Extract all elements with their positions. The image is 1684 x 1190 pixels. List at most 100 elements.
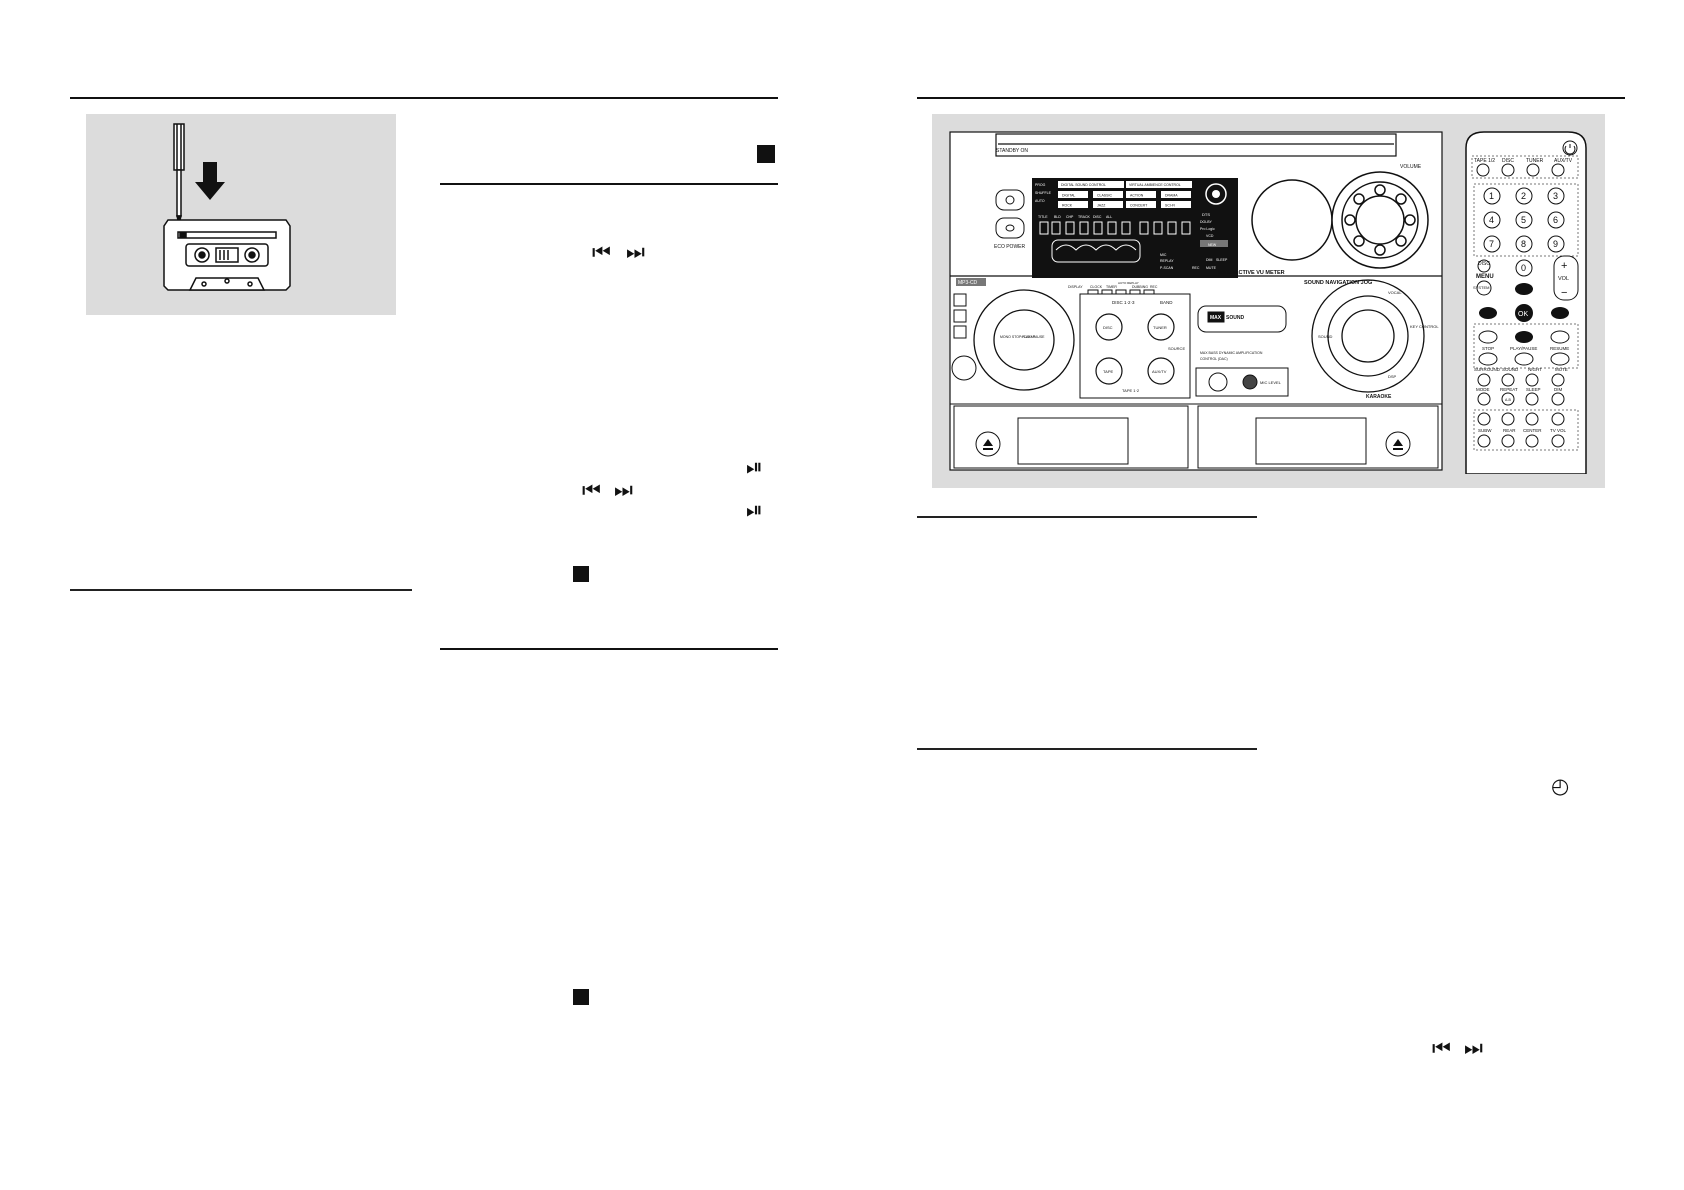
- svg-text:DTS: DTS: [1202, 212, 1210, 217]
- vu-meter-left: [1251, 179, 1333, 261]
- left-page-top-rule: [70, 97, 778, 99]
- svg-text:CENTER: CENTER: [1523, 428, 1542, 433]
- svg-text:TITLE: TITLE: [1038, 215, 1048, 219]
- stop-icon: [573, 566, 589, 582]
- screwdriver-icon: [173, 123, 185, 225]
- svg-text:8: 8: [1521, 239, 1526, 249]
- svg-text:DISC: DISC: [1093, 215, 1102, 219]
- eject-icon: [1393, 439, 1403, 450]
- svg-text:REPEAT: REPEAT: [1500, 387, 1518, 392]
- standby-on-label: STANDBY ON: [996, 148, 1028, 154]
- svg-text:DIGITAL SOUND CONTROL: DIGITAL SOUND CONTROL: [1061, 183, 1106, 187]
- play-pause-icon: ⏯: [746, 498, 763, 522]
- svg-text:VOL: VOL: [1558, 276, 1569, 282]
- cassette-icon: [163, 219, 291, 291]
- svg-text:AUX/TV: AUX/TV: [1152, 369, 1167, 374]
- mp3-cd-label: MP3-CD: [958, 280, 978, 286]
- svg-text:REAR: REAR: [1503, 428, 1516, 433]
- svg-text:P-SCAN: P-SCAN: [1160, 266, 1174, 270]
- right-col-section-rule-1: [917, 516, 1257, 518]
- svg-text:KEY CONTROL: KEY CONTROL: [1410, 324, 1439, 329]
- svg-text:MIC LEVEL: MIC LEVEL: [1260, 380, 1282, 385]
- svg-text:CONCERT: CONCERT: [1130, 204, 1148, 208]
- svg-text:REPLAY: REPLAY: [1160, 259, 1174, 263]
- next-track-icon: ⏭: [614, 478, 633, 502]
- svg-text:MAX BASS DYNAMIC AMPLIFICATION: MAX BASS DYNAMIC AMPLIFICATION: [1200, 351, 1263, 355]
- svg-text:TAPE: TAPE: [1103, 369, 1113, 374]
- svg-text:−: −: [1561, 287, 1567, 299]
- svg-text:DUBBING: DUBBING: [1132, 285, 1148, 289]
- play-pause-icon: ⏯: [746, 455, 763, 479]
- cassette-screwdriver-illustration: [163, 123, 291, 291]
- svg-text:VCD: VCD: [1206, 234, 1214, 238]
- svg-text:MIC: MIC: [1160, 253, 1167, 257]
- svg-text:4: 4: [1489, 215, 1494, 225]
- previous-track-icon: ⏮: [592, 240, 611, 264]
- source-buttons: [1095, 313, 1175, 385]
- next-track-icon: ⏭: [1464, 1036, 1483, 1060]
- middle-col-rule-2: [440, 648, 778, 650]
- svg-text:Pro Logic: Pro Logic: [1200, 227, 1215, 231]
- vu-meter-label: INTERACTIVE VU METER: [1218, 270, 1285, 276]
- svg-text:MAX: MAX: [1210, 315, 1222, 321]
- svg-text:SOUND: SOUND: [1502, 367, 1519, 372]
- svg-text:CHP: CHP: [1066, 215, 1074, 219]
- svg-text:DISPLAY: DISPLAY: [1068, 285, 1083, 289]
- cassette-illustration-panel: [86, 114, 396, 315]
- remote-control-illustration: TAPE 1/2 DISC TUNER AUX/TV 1 2 3 4 5 6 7…: [1465, 131, 1587, 474]
- svg-text:SURROUND: SURROUND: [1474, 367, 1501, 372]
- svg-text:6: 6: [1553, 215, 1558, 225]
- svg-text:TV VOL: TV VOL: [1550, 428, 1567, 433]
- svg-text:CONTROL (DAC): CONTROL (DAC): [1200, 357, 1228, 361]
- next-track-icon: ⏭: [626, 240, 645, 264]
- svg-text:DOLBY: DOLBY: [1200, 220, 1213, 224]
- left-col-section-rule: [70, 589, 412, 591]
- power-icon: [1564, 144, 1576, 155]
- svg-text:MONO STOP• CLEAR: MONO STOP• CLEAR: [1000, 335, 1036, 339]
- svg-text:SOUND: SOUND: [1226, 315, 1244, 321]
- svg-text:2: 2: [1521, 191, 1526, 201]
- previous-track-icon: ⏮: [582, 478, 601, 502]
- svg-text:VIRTUAL AMBIENCE CONTROL: VIRTUAL AMBIENCE CONTROL: [1129, 183, 1181, 187]
- svg-text:BLD: BLD: [1054, 215, 1061, 219]
- middle-col-rule-1: [440, 183, 778, 185]
- transport-jog-dial: [973, 289, 1075, 391]
- svg-text:ROCK: ROCK: [1062, 204, 1073, 208]
- stop-icon: [757, 145, 775, 163]
- svg-text:TRACK: TRACK: [1078, 215, 1091, 219]
- svg-text:STOP: STOP: [1482, 346, 1494, 351]
- svg-text:VOCAL: VOCAL: [1388, 290, 1402, 295]
- svg-text:DISC 1·2·3: DISC 1·2·3: [1112, 300, 1135, 305]
- volume-label: VOLUME: [1400, 164, 1422, 170]
- svg-text:AUX/TV: AUX/TV: [1554, 158, 1573, 164]
- svg-text:JAZZ: JAZZ: [1097, 204, 1106, 208]
- svg-text:NEW: NEW: [1208, 243, 1217, 247]
- svg-text:ALL: ALL: [1106, 215, 1112, 219]
- volume-knob: [1331, 171, 1429, 269]
- eject-icon: [983, 439, 993, 450]
- standby-button: [995, 189, 1025, 211]
- svg-text:TAPE 1·2: TAPE 1·2: [1122, 388, 1140, 393]
- stop-icon: [573, 989, 589, 1005]
- eco-power-label: ECO POWER: [994, 244, 1026, 250]
- eco-power-button: [995, 217, 1025, 239]
- svg-text:PLAY/PAUSE: PLAY/PAUSE: [1510, 346, 1537, 351]
- svg-text:PLAY• PAUSE: PLAY• PAUSE: [1022, 335, 1045, 339]
- svg-text:RESUME: RESUME: [1550, 346, 1569, 351]
- svg-text:PROG: PROG: [1035, 183, 1046, 187]
- svg-text:MUTE: MUTE: [1206, 266, 1217, 270]
- svg-text:AUTO: AUTO: [1035, 199, 1045, 203]
- svg-text:9: 9: [1553, 239, 1558, 249]
- svg-text:SOURCE: SOURCE: [1168, 346, 1185, 351]
- unit-display: DIGITAL SOUND CONTROL VIRTUAL AMBIENCE C…: [1032, 178, 1238, 278]
- svg-text:DSP: DSP: [1388, 374, 1397, 379]
- svg-text:DIGITAL: DIGITAL: [1062, 194, 1075, 198]
- svg-text:DIM: DIM: [1554, 387, 1563, 392]
- svg-text:DRAMA: DRAMA: [1165, 194, 1178, 198]
- right-col-section-rule-2: [917, 748, 1257, 750]
- svg-text:DIM: DIM: [1206, 258, 1213, 262]
- svg-text:OK: OK: [1518, 311, 1528, 318]
- svg-text:CLOCK: CLOCK: [1090, 285, 1103, 289]
- mic-panel: [1195, 367, 1289, 397]
- karaoke-label: KARAOKE: [1366, 394, 1392, 400]
